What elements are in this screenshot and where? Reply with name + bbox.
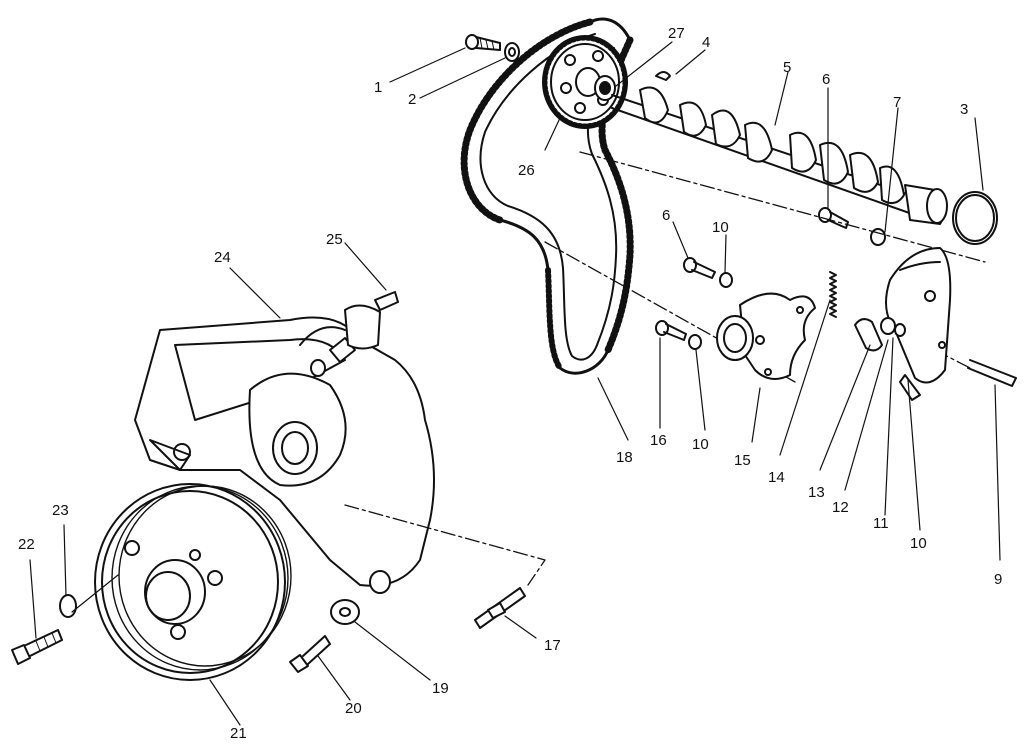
- camshaft: [611, 86, 948, 225]
- nut-12: [880, 317, 896, 335]
- water-pump-housing: [134, 304, 435, 594]
- callout-23: 23: [52, 502, 69, 519]
- callout-20: 20: [345, 700, 362, 717]
- sensor-25: [374, 291, 399, 311]
- washer: [504, 42, 520, 62]
- callout-10c: 10: [910, 535, 927, 552]
- callout-6b: 6: [662, 207, 671, 224]
- camshaft-seal: [952, 191, 998, 245]
- center-line: [579, 151, 986, 263]
- callout-27: 27: [668, 25, 685, 42]
- tensioner-pulley: [716, 292, 816, 380]
- stud-17: [474, 587, 526, 629]
- leader-lines: [29, 41, 1001, 726]
- callout-1: 1: [374, 79, 383, 96]
- callout-3: 3: [960, 101, 969, 118]
- callout-7: 7: [893, 94, 902, 111]
- callout-4: 4: [702, 34, 711, 51]
- washer-7: [870, 228, 886, 246]
- callout-15: 15: [734, 452, 751, 469]
- callout-10a: 10: [712, 219, 729, 236]
- washer-19: [330, 599, 360, 625]
- cam-pulley: [542, 35, 628, 129]
- plunger: [854, 318, 883, 352]
- pulley-bolt: [465, 34, 501, 51]
- callout-25: 25: [326, 231, 343, 248]
- tensioner-bolt-upper: [818, 207, 849, 229]
- callout-17: 17: [544, 637, 561, 654]
- callout-6a: 6: [822, 71, 831, 88]
- washer-23: [59, 594, 77, 618]
- washer-11: [894, 323, 906, 337]
- center-line: [344, 504, 546, 586]
- washer-10b: [688, 334, 702, 350]
- callout-5: 5: [783, 59, 792, 76]
- callout-10b: 10: [692, 436, 709, 453]
- callout-13: 13: [808, 484, 825, 501]
- callout-2: 2: [408, 91, 417, 108]
- callout-24: 24: [214, 249, 231, 266]
- tensioner-bracket: [885, 247, 952, 401]
- callout-12: 12: [832, 499, 849, 516]
- tensioner-bolt-lower: [683, 257, 716, 279]
- cam-hub: [594, 75, 616, 101]
- callout-16: 16: [650, 432, 667, 449]
- callout-22: 22: [18, 536, 35, 553]
- callout-19: 19: [432, 680, 449, 697]
- tension-spring: [829, 271, 837, 318]
- callout-14: 14: [768, 469, 785, 486]
- callout-21: 21: [230, 725, 247, 742]
- callout-9: 9: [994, 571, 1003, 588]
- callout-11: 11: [873, 515, 889, 532]
- washer-10a: [719, 272, 733, 288]
- stud-9: [967, 359, 1017, 387]
- woodruff-key: [655, 71, 671, 81]
- bolt-16: [655, 320, 687, 341]
- bolt-22: [11, 629, 63, 665]
- callout-26: 26: [518, 162, 535, 179]
- pump-pulley: [94, 483, 292, 681]
- bolt-20: [289, 635, 331, 673]
- callout-18: 18: [616, 449, 633, 466]
